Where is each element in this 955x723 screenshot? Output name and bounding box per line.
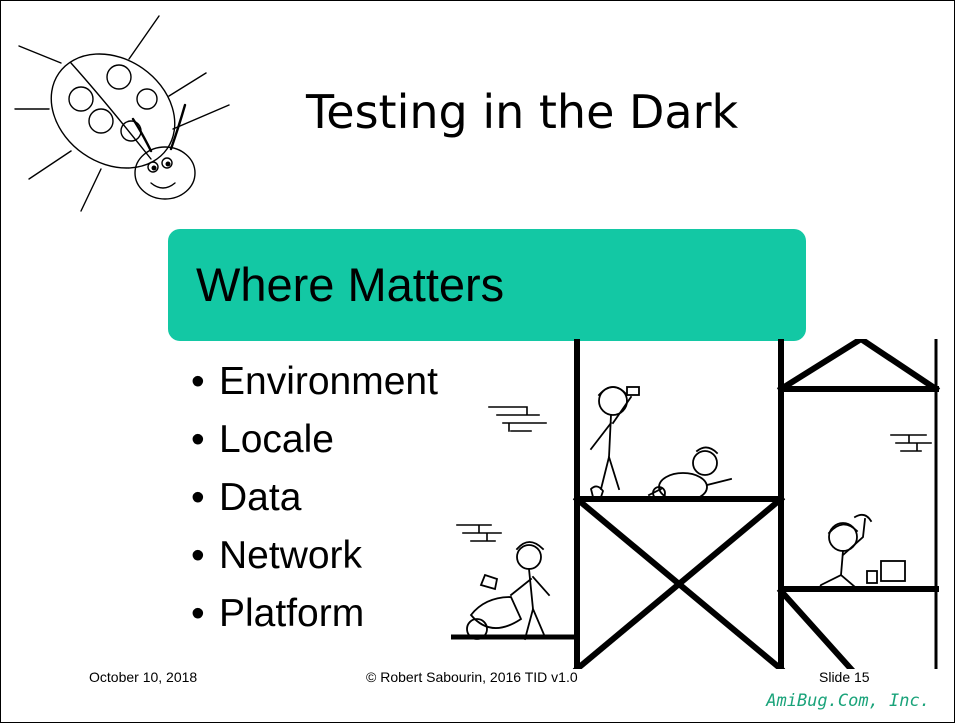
bullet-item: • Network (191, 527, 438, 585)
section-banner: Where Matters (168, 229, 806, 341)
bullet-text: Network (219, 534, 363, 577)
bullet-marker: • (191, 418, 205, 461)
slide-number: Slide 15 (819, 669, 870, 685)
bullet-marker: • (191, 476, 205, 519)
bullet-text: Platform (219, 592, 365, 635)
construction-scaffold-illustration (451, 339, 941, 669)
bullet-item: • Environment (191, 353, 438, 411)
banner-text: Where Matters (196, 258, 505, 311)
bullet-marker: • (191, 360, 205, 403)
bullet-text: Locale (219, 418, 334, 461)
slide-title: Testing in the Dark (306, 85, 739, 139)
bullet-marker: • (191, 534, 205, 577)
ladybug-icon (14, 15, 230, 212)
bullet-text: Environment (219, 360, 438, 403)
bullet-item: • Locale (191, 411, 438, 469)
bullet-marker: • (191, 592, 205, 635)
footer-copyright: © Robert Sabourin, 2016 TID v1.0 (366, 669, 578, 685)
bullet-item: • Data (191, 469, 438, 527)
bullet-item: • Platform (191, 585, 438, 643)
bullet-text: Data (219, 476, 302, 519)
brand-name: AmiBug.Com, Inc. (766, 691, 930, 711)
footer-date: October 10, 2018 (89, 669, 198, 685)
bullet-list: • Environment • Locale • Data • Network • Pla… (191, 353, 438, 643)
